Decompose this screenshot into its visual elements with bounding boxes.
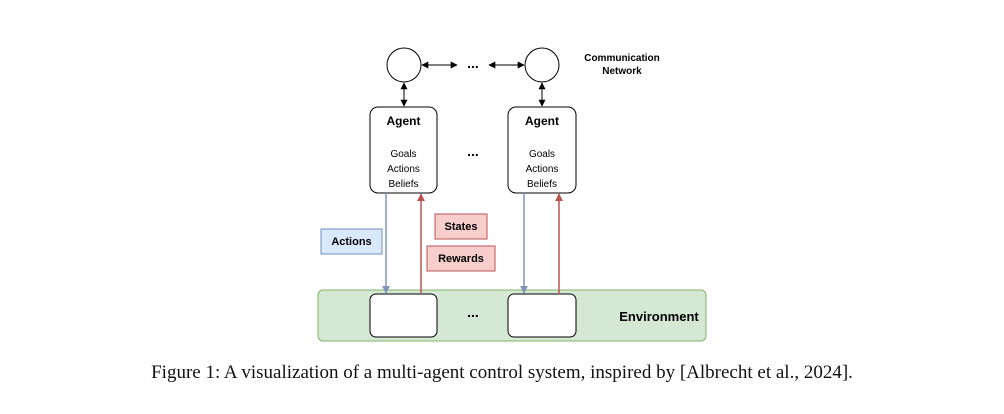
states-label-box: [434, 213, 488, 240]
network-ellipsis: ...: [467, 55, 479, 71]
actions-label: Actions: [331, 236, 371, 248]
network-node-1: [386, 47, 422, 83]
environment-slot-2: [507, 293, 577, 338]
environment-slot-1: [369, 293, 438, 338]
network-label-line1: Communication: [584, 53, 660, 64]
rewards-label: Rewards: [438, 253, 484, 265]
network-label-line2: Network: [602, 66, 642, 77]
agent-box-1: Agent Goals Actions Beliefs: [369, 106, 438, 194]
agent-attribute-actions: Actions: [387, 164, 420, 175]
agent-attribute-beliefs: Beliefs: [388, 179, 418, 190]
agent-attribute-goals: Goals: [390, 149, 416, 160]
figure-caption: Figure 1: A visualization of a multi-age…: [151, 362, 853, 383]
agent-ellipsis: ...: [467, 143, 479, 159]
environment-ellipsis: ...: [467, 304, 479, 320]
agent-attribute-beliefs: Beliefs: [527, 179, 557, 190]
environment-label: Environment: [619, 309, 699, 324]
agent-attribute-goals: Goals: [529, 149, 555, 160]
states-label: States: [444, 221, 477, 233]
actions-label-box: [320, 228, 383, 255]
agent-title: Agent: [387, 114, 421, 128]
agent-box-2: Agent Goals Actions Beliefs: [507, 106, 577, 194]
network-node-2: [524, 47, 560, 83]
rewards-label-box: [426, 245, 496, 272]
agent-title: Agent: [525, 114, 559, 128]
agent-attribute-actions: Actions: [526, 164, 559, 175]
multi-agent-diagram: Environment ... ... Communication Networ…: [317, 47, 707, 342]
